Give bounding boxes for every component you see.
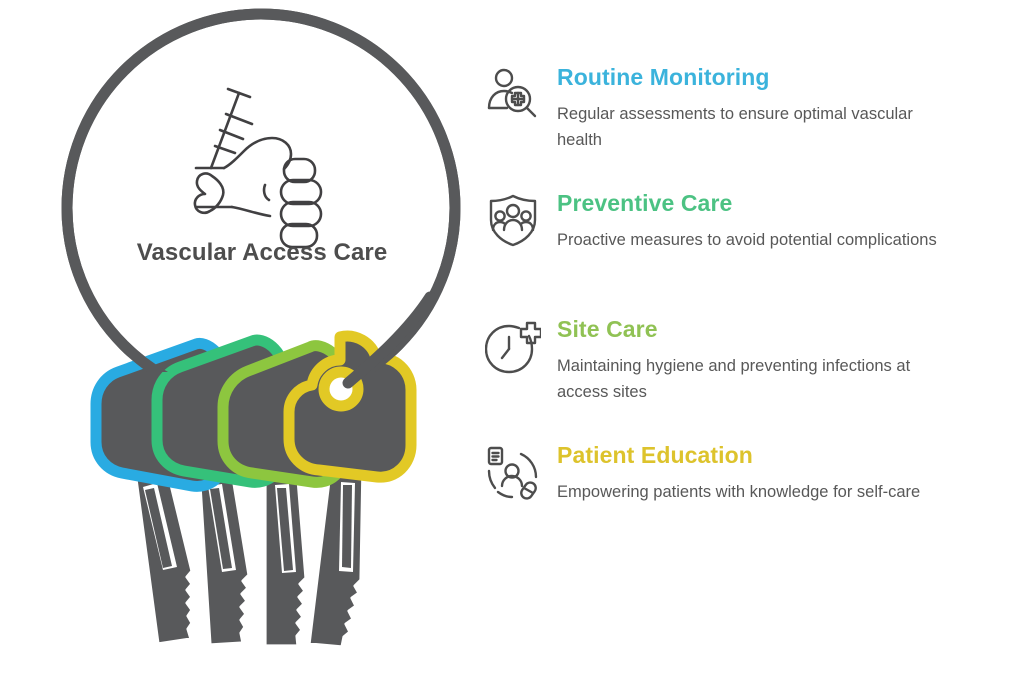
feature-description: Empowering patients with knowledge for s… xyxy=(557,483,921,502)
hero-center-title: Vascular Access Care xyxy=(136,239,388,266)
feature-item-preventive-care[interactable]: Preventive Care Proactive measures to av… xyxy=(480,188,1024,292)
feature-title: Site Care xyxy=(557,316,658,342)
person-magnifier-plus-icon xyxy=(485,66,541,122)
feature-title: Routine Monitoring xyxy=(557,64,770,90)
fist-with-needle-and-heart-icon xyxy=(193,87,323,249)
keyring-graphic-panel: Vascular Access Care xyxy=(0,0,480,683)
feature-description: Regular assessments to ensure optimal va… xyxy=(557,105,913,149)
feature-text-block: Preventive Care Proactive measures to av… xyxy=(557,188,1024,254)
feature-description: Proactive measures to avoid potential co… xyxy=(557,231,937,250)
key-shaft-4 xyxy=(307,462,365,649)
key-shafts xyxy=(133,462,365,649)
feature-item-patient-education[interactable]: Patient Education Empowering patients wi… xyxy=(480,440,1024,544)
feature-title: Preventive Care xyxy=(557,190,733,216)
clock-plus-icon xyxy=(485,318,541,374)
shield-people-icon xyxy=(485,192,541,248)
feature-text-block: Patient Education Empowering patients wi… xyxy=(557,440,1024,506)
feature-text-block: Routine Monitoring Regular assessments t… xyxy=(557,62,1024,154)
feature-description: Maintaining hygiene and preventing infec… xyxy=(557,357,911,401)
feature-title: Patient Education xyxy=(557,442,753,468)
feature-item-routine-monitoring[interactable]: Routine Monitoring Regular assessments t… xyxy=(480,62,1024,166)
feature-item-site-care[interactable]: Site Care Maintaining hygiene and preven… xyxy=(480,314,1024,418)
feature-list: Routine Monitoring Regular assessments t… xyxy=(480,0,1024,683)
patient-document-bandage-icon xyxy=(485,444,541,500)
keyring-illustration xyxy=(61,8,461,649)
feature-text-block: Site Care Maintaining hygiene and preven… xyxy=(557,314,1024,406)
